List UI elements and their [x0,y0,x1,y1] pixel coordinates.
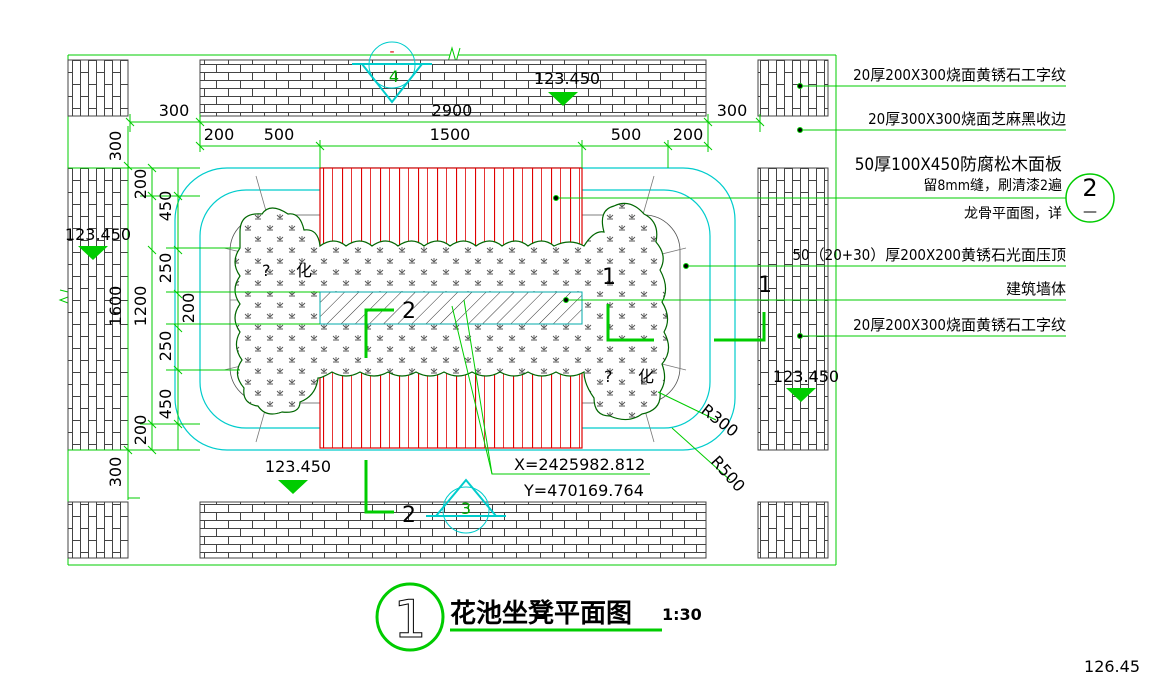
radius-leaders [657,391,731,481]
dim-left-250-top: 250 [156,253,175,284]
detail-marker-top [352,41,432,104]
detail-top-sign: - [389,44,394,60]
section-marks [364,304,766,514]
coordinate-x: X=2425982.812 [514,455,645,474]
plant-mark-right-hua: 化 [638,367,654,386]
detail-marker-right [1065,173,1115,223]
elevation-bottom: 123.450 [265,457,331,476]
drawing-scale: 1:30 [662,605,702,624]
dim-left-1200: 1200 [131,286,150,327]
dim-left-300-bottom: 300 [106,457,125,488]
corner-value: 126.45 [1084,657,1140,676]
annotation-line-4: 留8mm缝，刷清漆2遍 [923,178,1062,194]
annotation-line-7: 建筑墙体 [1006,280,1066,298]
detail-marker-bottom [426,478,506,534]
dim-left-200-top: 200 [131,169,150,200]
radius-large-label: R500 [707,452,749,496]
plant-mark-right-q: ? [604,367,613,386]
dim-left-1600: 1600 [106,286,125,327]
dim-inner-200-right: 200 [673,125,704,144]
detail-right-number: 2 [1082,174,1097,202]
annotation-line-3: 50厚100X450防腐松木面板 [855,155,1062,175]
annotation-line-1: 20厚200X300烧面黄锈石工字纹 [853,66,1066,84]
coordinate-leader [451,299,650,475]
elevation-top: 123.450 [534,69,600,88]
annotation-line-5: 龙骨平面图，详 [964,206,1062,222]
annotation-line-2: 20厚300X300烧面芝麻黑收边 [868,110,1066,128]
dim-top-side-left: 300 [159,101,190,120]
dimension-lines [68,114,765,500]
dim-inner-1500: 1500 [430,125,471,144]
detail-right-sign: — [1083,204,1097,220]
dim-inner-200-left: 200 [204,125,235,144]
annotation-line-8: 20厚200X300烧面黄锈石工字纹 [853,316,1066,334]
dim-top-side-right: 300 [717,101,748,120]
section-2-label-a: 2 [402,299,416,324]
elevation-markers [78,92,816,494]
dim-left-300-top: 300 [106,131,125,162]
title-block [375,582,662,652]
dim-inner-500-right: 500 [611,125,642,144]
plant-mark-left-q: ? [262,261,271,280]
section-1-label-a: 1 [602,265,616,290]
dim-left-450-bottom: 450 [156,389,175,420]
detail-top-number: 4 [389,67,399,86]
dim-left-200-bottom: 200 [131,415,150,446]
dim-left-200-mid: 200 [179,293,198,324]
title-circle-number: 1 [393,590,426,650]
dim-inner-500-left: 500 [264,125,295,144]
detail-bottom-number: 3 [461,499,471,518]
elevation-right: 123.450 [773,367,839,386]
dim-top-total: 2900 [432,101,473,120]
annotation-line-6: 50（20+30）厚200X200黄锈石光面压顶 [792,246,1066,264]
drawing-title: 花池坐凳平面图 [450,599,632,629]
paving-bands [67,59,829,559]
coordinate-y: Y=470169.764 [523,481,644,500]
plant-mark-left-hua: 化 [296,261,312,280]
dim-left-450-top: 450 [156,191,175,222]
section-2-label-b: 2 [402,503,416,528]
annotation-leaders [553,83,1066,339]
elevation-left: 123.450 [65,225,131,244]
wood-slats [319,167,583,449]
section-1-label-b: 1 [758,273,772,298]
dim-left-250-bottom: 250 [156,331,175,362]
central-slab [319,291,583,325]
